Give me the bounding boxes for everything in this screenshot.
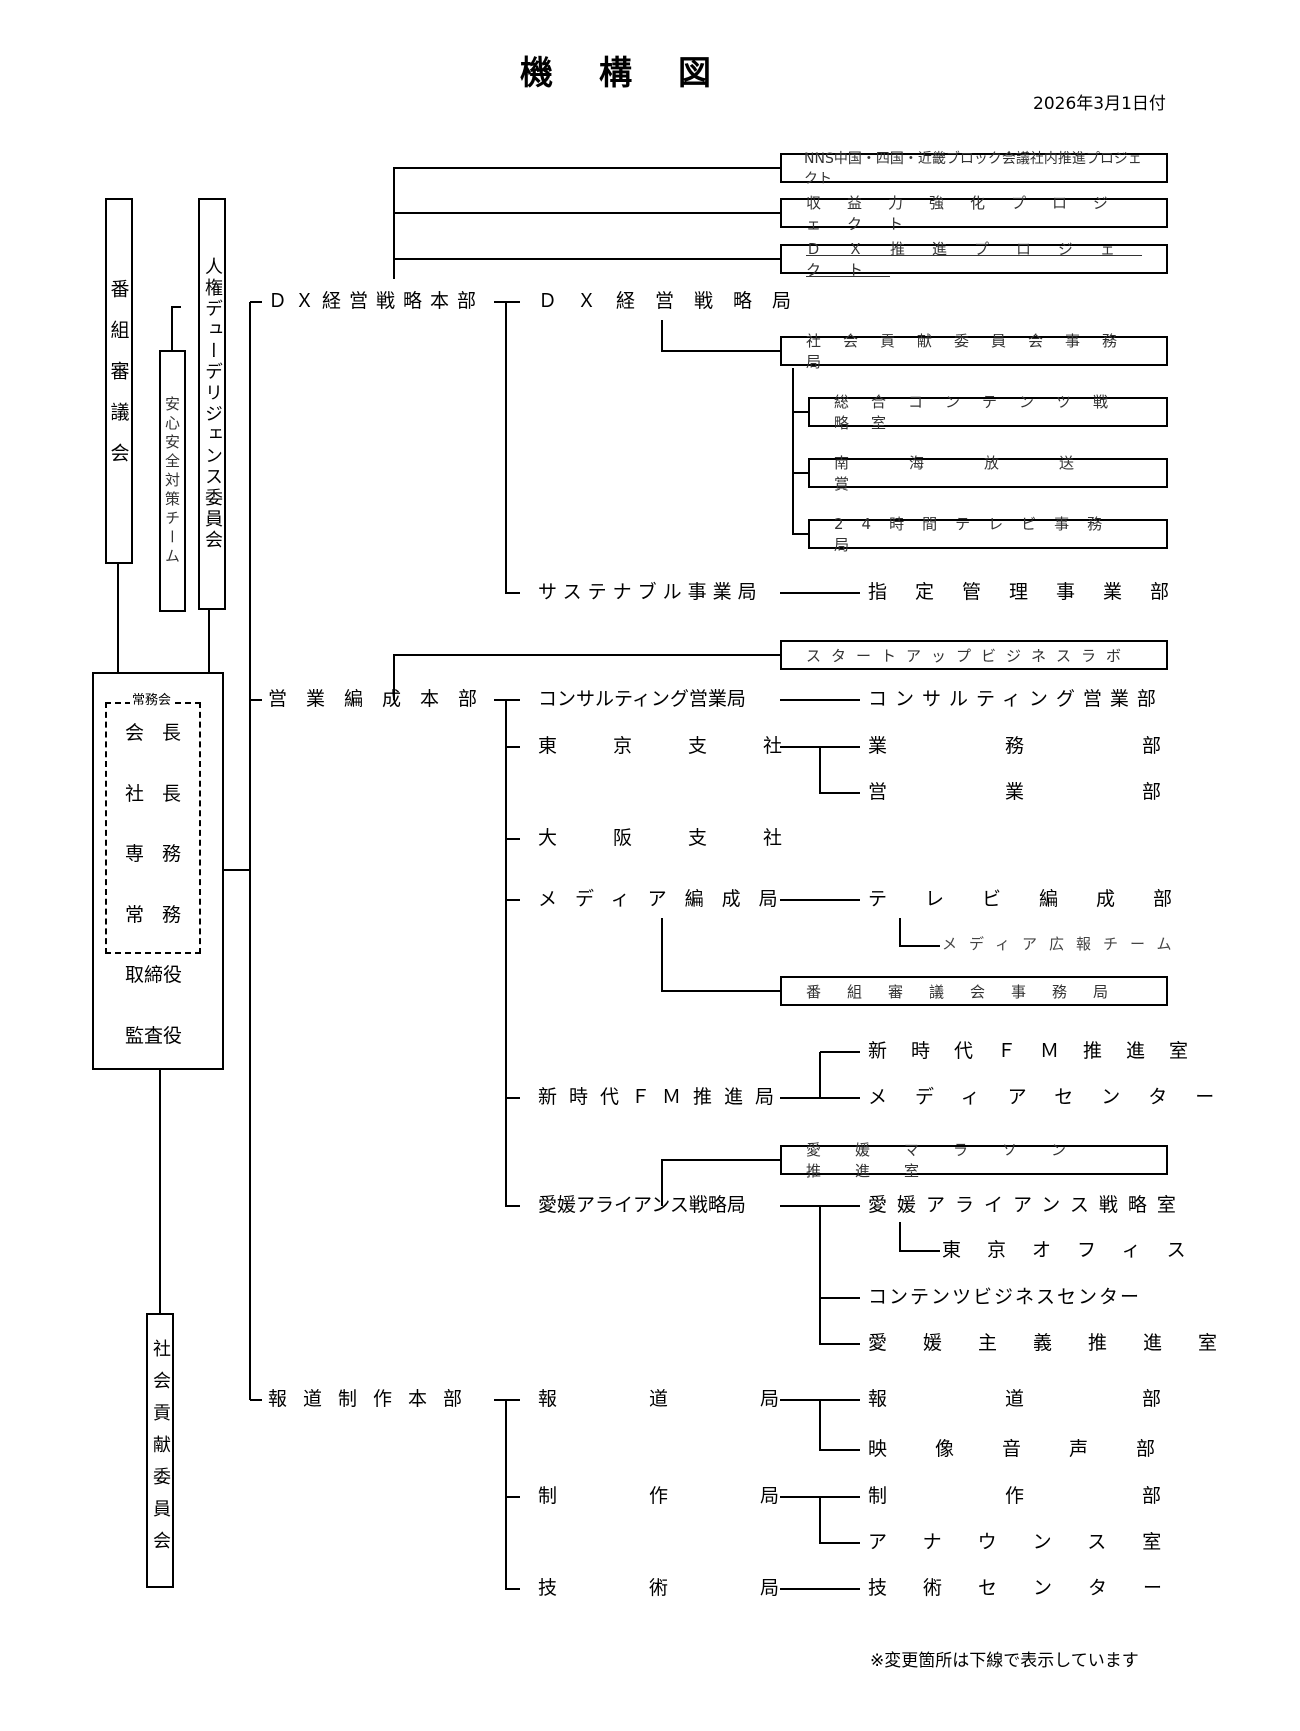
directors-label: 取締役 <box>125 964 183 986</box>
hq-dx-strategy: ＤＸ経営戦略本部 <box>268 290 485 312</box>
gyomu-dept: 業務部 <box>868 735 1280 757</box>
content-strategy-label: 総合コンテンツ戦略室 <box>834 393 1131 432</box>
project-box-nns: NNS中国・四国・近畿ブロック会議社内推進プロジェクト <box>780 151 1168 187</box>
social-contribution-committee-box: 社会貢献委員会 <box>146 1313 174 1588</box>
production-bureau: 制作局 <box>538 1485 872 1507</box>
dx-bureau: ＤＸ経営戦略局 <box>538 290 812 312</box>
safety-team-label: 安心安全対策チーム <box>163 395 181 567</box>
project-box-revenue: 収益力強化プロジェクト <box>780 194 1168 233</box>
page-title: 機構図 <box>520 53 757 92</box>
eigyo-dept: 営業部 <box>868 781 1280 803</box>
project-box-dx: ＤＸ推進プロジェクト <box>780 240 1168 279</box>
consulting-dept: コンサルティング営業部 <box>868 688 1164 710</box>
hq-sales-programming: 営業編成本部 <box>268 688 497 710</box>
president-label: 社長 <box>125 783 200 805</box>
startup-lab-label: スタートアップビジネスラボ <box>806 646 1132 665</box>
content-strategy-box: 総合コンテンツ戦略室 <box>808 393 1168 432</box>
news-dept: 報道部 <box>868 1388 1280 1410</box>
auditors-label: 監査役 <box>125 1025 183 1047</box>
osaka-branch: 大阪支社 <box>538 827 839 849</box>
ehime-promotion-office: 愛媛主義推進室 <box>868 1332 1254 1354</box>
media-programming-bureau: メディア編成局 <box>538 888 796 910</box>
nankai-award-label: 南海放送賞 <box>834 454 1135 493</box>
alliance-office: 愛媛アライアンス戦略室 <box>868 1194 1186 1216</box>
social-contribution-secretariat-box: 社会貢献委員会事務局 <box>780 332 1168 371</box>
news-bureau: 報道局 <box>538 1388 872 1410</box>
chairman-label: 会長 <box>125 722 200 744</box>
program-council-office-label: 番組審議会事務局 <box>806 982 1135 1001</box>
hq-news-production: 報道制作本部 <box>268 1388 479 1410</box>
technology-center: 技術センター <box>868 1577 1199 1599</box>
program-council-office-box: 番組審議会事務局 <box>780 976 1168 1006</box>
marathon-office-box: 愛媛マラソン推進室 <box>780 1141 1168 1180</box>
program-council-label: 番組審議会 <box>107 278 130 484</box>
human-rights-committee-label: 人権デューデリジェンス委員会 <box>202 257 223 551</box>
marathon-office-label: 愛媛マラソン推進室 <box>806 1141 1101 1180</box>
production-dept: 制作部 <box>868 1485 1280 1507</box>
fm-promotion-office: 新時代ＦＭ推進室 <box>868 1040 1213 1062</box>
content-business-center: コンテンツビジネスセンター <box>868 1286 1142 1308</box>
safety-team-box: 安心安全対策チーム <box>159 350 186 612</box>
startup-lab-box: スタートアップビジネスラボ <box>780 640 1168 670</box>
media-pr-team: メディア広報チーム <box>942 935 1184 953</box>
sustainable-bureau: サステナブル事業局 <box>538 581 763 603</box>
telethon-office-box: 24時間テレビ事務局 <box>808 515 1168 554</box>
tokyo-office: 東京オフィス <box>942 1239 1212 1261</box>
designated-management-dept: 指定管理事業部 <box>868 581 1198 603</box>
alliance-bureau: 愛媛アライアンス戦略局 <box>538 1194 746 1216</box>
executive-box: 常務会 会長 社長 専務 常務 取締役 監査役 <box>92 672 224 1070</box>
technology-bureau: 技術局 <box>538 1577 872 1599</box>
media-center: メディアセンター <box>868 1086 1243 1108</box>
project-revenue-label: 収益力強化プロジェクト <box>806 194 1135 233</box>
senior-managing-director-label: 専務 <box>125 843 200 865</box>
fm-promotion-bureau: 新時代ＦＭ推進局 <box>538 1086 787 1108</box>
managing-director-label: 常務 <box>125 904 200 926</box>
project-dx-label: ＤＸ推進プロジェクト <box>806 240 1143 279</box>
footer-note: ※変更箇所は下線で表示しています <box>870 1651 1139 1671</box>
executive-committee-label: 常務会 <box>130 693 174 708</box>
social-contribution-secretariat-label: 社会貢献委員会事務局 <box>806 332 1140 371</box>
social-contribution-committee-label: 社会貢献委員会 <box>150 1338 171 1563</box>
tv-programming-dept: テレビ編成部 <box>868 888 1211 910</box>
video-audio-dept: 映像音声部 <box>868 1438 1204 1460</box>
tokyo-branch: 東京支社 <box>538 735 839 757</box>
announce-office: アナウンス室 <box>868 1531 1198 1553</box>
project-nns-label: NNS中国・四国・近畿ブロック会議社内推進プロジェクト <box>804 151 1142 187</box>
human-rights-committee-box: 人権デューデリジェンス委員会 <box>198 198 226 610</box>
program-council-box: 番組審議会 <box>105 198 133 564</box>
nankai-award-box: 南海放送賞 <box>808 454 1168 493</box>
telethon-office-label: 24時間テレビ事務局 <box>834 515 1121 554</box>
date-label: 2026年3月1日付 <box>1033 94 1166 114</box>
consulting-bureau: コンサルティング営業局 <box>538 688 746 710</box>
